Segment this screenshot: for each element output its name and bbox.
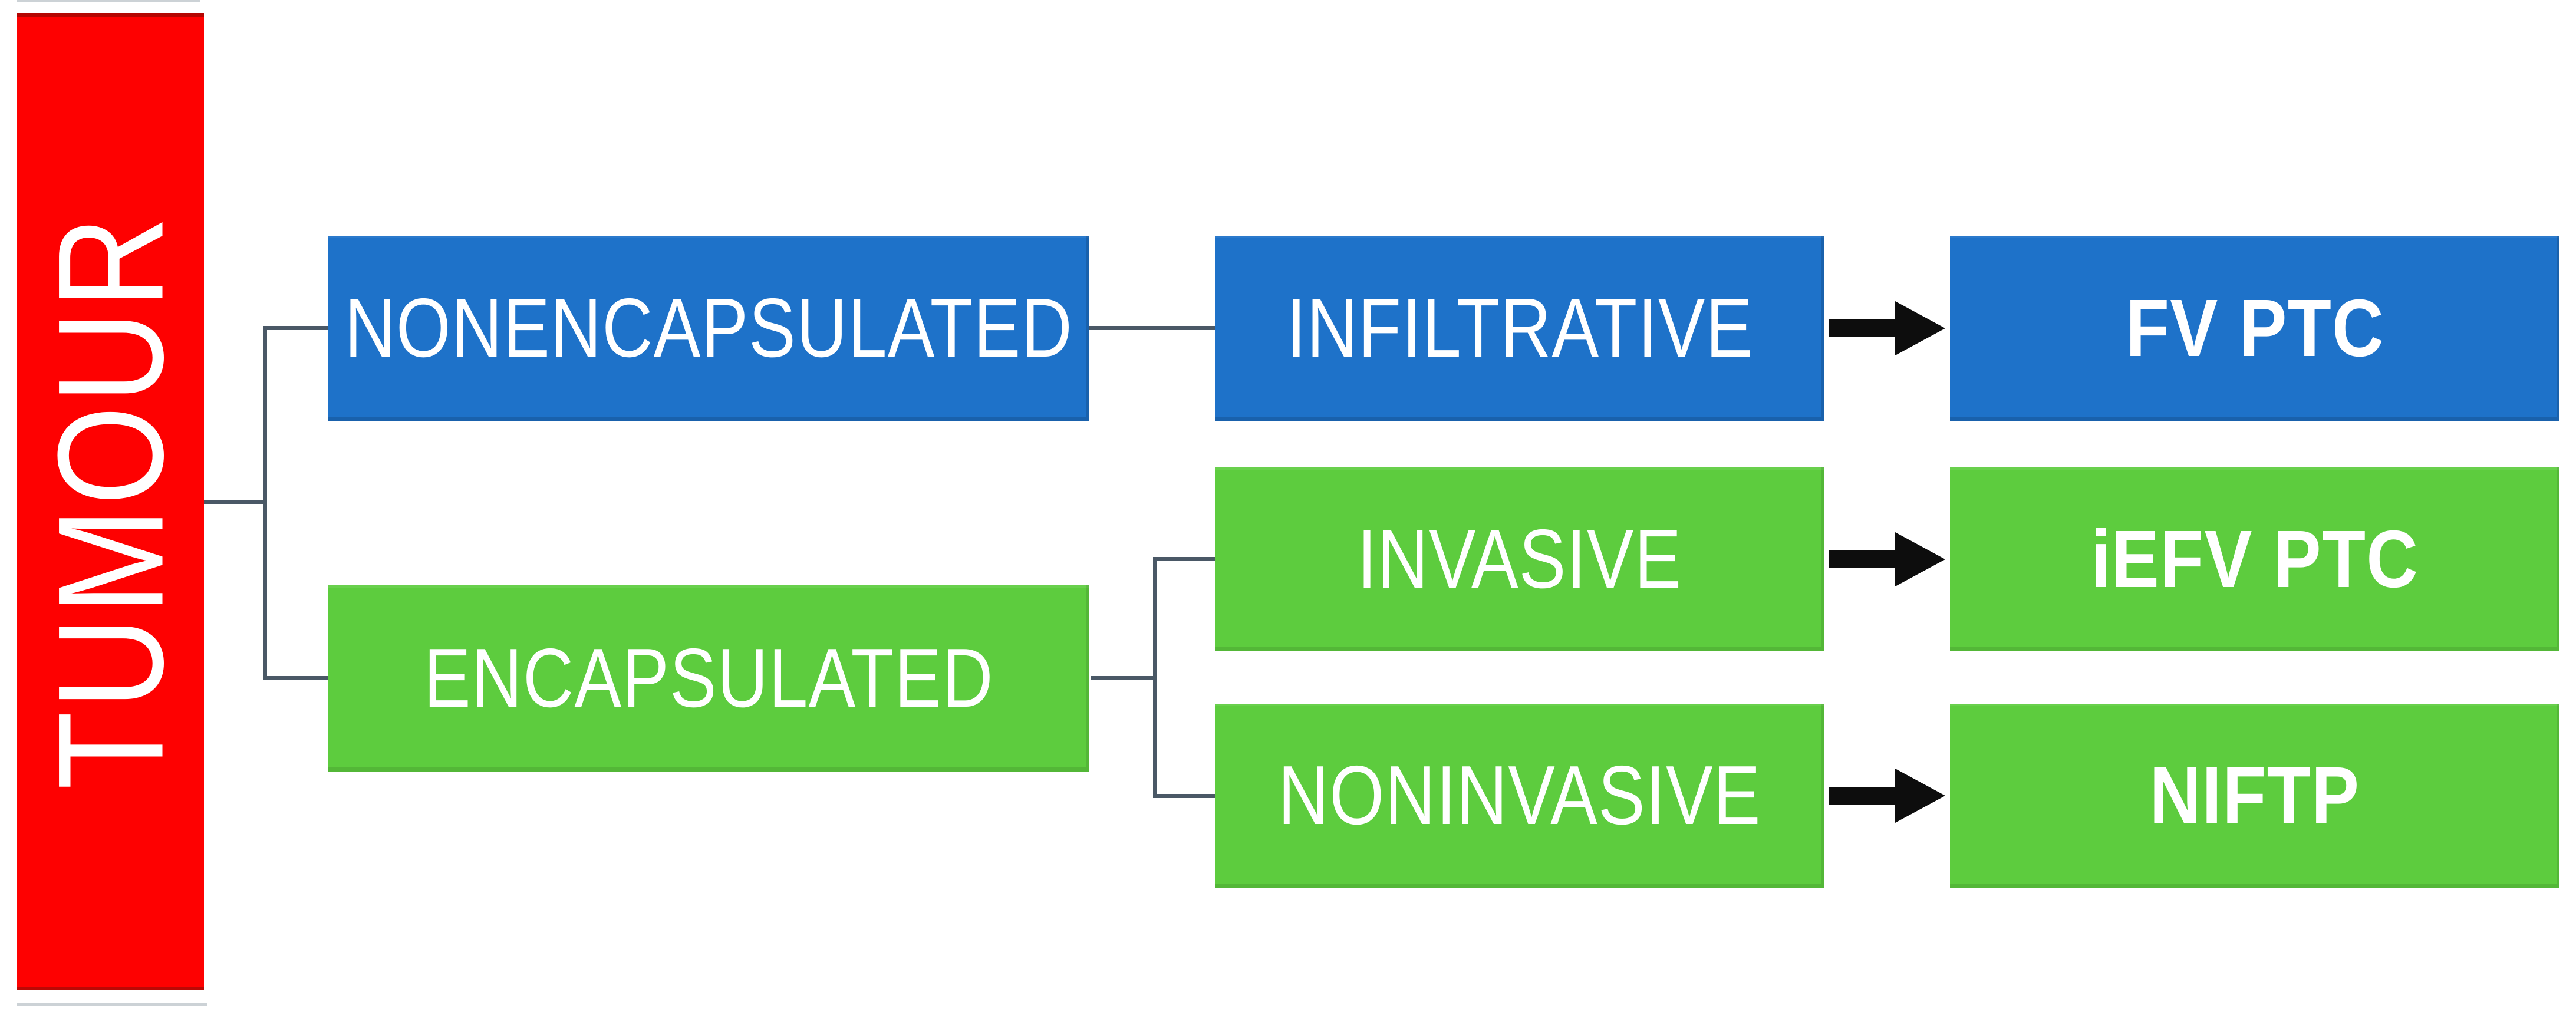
slide-edge-artifact-bottom [17,1003,207,1006]
node-niftp: NIFTP [1950,704,2559,888]
slide-edge-artifact-top [17,0,200,2]
arrow-shaft [1829,319,1898,337]
connector-to-noninvasive [1153,794,1215,798]
node-noninvasive: NONINVASIVE [1215,704,1824,888]
node-niftp-label: NIFTP [2149,750,2360,841]
connector-encapsulated-bracket [1153,557,1157,798]
node-iefv-ptc-label: iEFV PTC [2090,513,2419,605]
node-encapsulated: ENCAPSULATED [328,585,1089,772]
connector-to-invasive [1153,557,1215,561]
connector-tumour-bracket [263,326,267,680]
arrow-head-icon [1895,301,1945,355]
node-noninvasive-label: NONINVASIVE [1278,749,1761,842]
connector-encapsulated-stem [1091,676,1157,680]
arrow-invasive-to-iefvptc [1829,532,1945,586]
node-tumour: TUMOUR [17,13,204,990]
connector-to-nonencapsulated [263,326,329,330]
node-nonencapsulated-label: NONENCAPSULATED [344,281,1073,375]
arrow-noninvasive-to-niftp [1829,769,1945,823]
node-fv-ptc-label: FV PTC [2125,282,2384,374]
node-encapsulated-label: ENCAPSULATED [423,631,994,725]
node-invasive-label: INVASIVE [1357,512,1682,606]
node-invasive: INVASIVE [1215,467,1824,651]
node-tumour-label: TUMOUR [27,213,195,790]
arrow-shaft [1829,787,1898,805]
node-infiltrative-label: INFILTRATIVE [1286,281,1753,375]
node-iefv-ptc: iEFV PTC [1950,467,2559,651]
connector-nonencapsulated-infiltrative [1089,326,1215,330]
node-nonencapsulated: NONENCAPSULATED [328,236,1089,421]
node-fv-ptc: FV PTC [1950,236,2559,421]
arrow-shaft [1829,550,1898,568]
connector-tumour-stem [204,500,267,504]
arrow-infiltrative-to-fvptc [1829,301,1945,355]
arrow-head-icon [1895,532,1945,586]
arrow-head-icon [1895,769,1945,823]
connector-to-encapsulated [263,676,329,680]
node-infiltrative: INFILTRATIVE [1215,236,1824,421]
